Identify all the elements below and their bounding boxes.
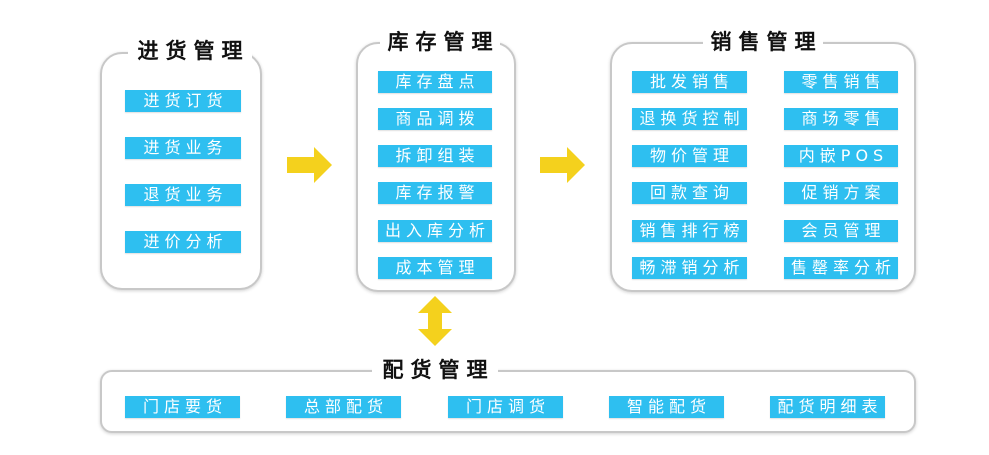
mall-retail-item: 商场零售 bbox=[784, 108, 898, 130]
purchase-business-item: 进货业务 bbox=[125, 137, 241, 159]
store-request-item: 门店要货 bbox=[125, 396, 240, 418]
store-transfer-item: 门店调货 bbox=[448, 396, 563, 418]
cost-management-item: 成本管理 bbox=[378, 257, 492, 279]
inventory-title: 库存管理 bbox=[380, 29, 500, 55]
in-out-analysis-item: 出入库分析 bbox=[378, 220, 492, 242]
sales-ranking-item: 销售排行榜 bbox=[632, 220, 747, 242]
sell-through-analysis-item: 售罄率分析 bbox=[784, 257, 898, 279]
goods-transfer-item: 商品调拨 bbox=[378, 108, 492, 130]
purchase-price-analysis-item: 进价分析 bbox=[125, 231, 241, 253]
embedded-pos-item: 内嵌POS bbox=[784, 145, 898, 167]
stock-alert-item: 库存报警 bbox=[378, 182, 492, 204]
promotion-plan-item: 促销方案 bbox=[784, 182, 898, 204]
retail-sales-item: 零售销售 bbox=[784, 71, 898, 93]
smart-distribution-item: 智能配货 bbox=[609, 396, 724, 418]
wholesale-item: 批发销售 bbox=[632, 71, 747, 93]
purchase-order-item: 进货订货 bbox=[125, 90, 241, 112]
purchasing-frame bbox=[100, 52, 262, 290]
price-management-item: 物价管理 bbox=[632, 145, 747, 167]
return-exchange-control-item: 退换货控制 bbox=[632, 108, 747, 130]
member-management-item: 会员管理 bbox=[784, 220, 898, 242]
right-arrow-icon bbox=[287, 147, 332, 183]
payment-query-item: 回款查询 bbox=[632, 182, 747, 204]
up-down-arrow-icon bbox=[418, 296, 452, 346]
purchase-return-item: 退货业务 bbox=[125, 184, 241, 206]
hq-distribution-item: 总部配货 bbox=[286, 396, 401, 418]
disassembly-assembly-item: 拆卸组装 bbox=[378, 145, 492, 167]
purchasing-title: 进货管理 bbox=[128, 38, 252, 64]
right-arrow-icon bbox=[540, 147, 585, 183]
stock-count-item: 库存盘点 bbox=[378, 71, 492, 93]
sales-title: 销售管理 bbox=[703, 29, 823, 55]
distribution-detail-report-item: 配货明细表 bbox=[770, 396, 885, 418]
distribution-title: 配货管理 bbox=[372, 357, 498, 383]
fast-slow-sales-analysis-item: 畅滞销分析 bbox=[632, 257, 747, 279]
